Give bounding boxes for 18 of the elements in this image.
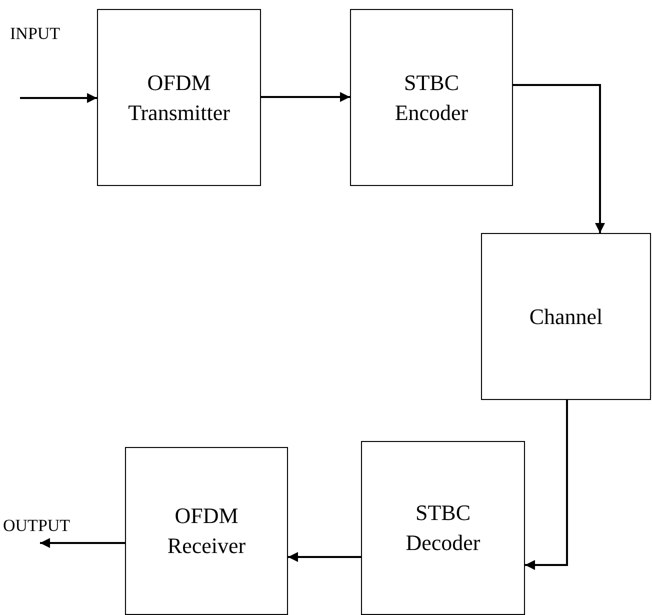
arrow	[513, 84, 605, 233]
process-box	[481, 233, 651, 400]
box-label: STBC Decoder	[404, 499, 482, 557]
box-label: OFDM Receiver	[166, 502, 247, 560]
process-box	[97, 9, 261, 186]
box-label: Channel	[528, 302, 604, 330]
signal-label: OUTPUT	[3, 516, 70, 535]
signal-label: INPUT	[10, 24, 60, 44]
arrow	[261, 92, 350, 102]
box-label: STBC Encoder	[394, 68, 470, 126]
arrow	[20, 93, 97, 103]
arrow	[40, 538, 125, 548]
arrow	[525, 400, 568, 570]
box-label: OFDM Transmitter	[127, 68, 231, 126]
process-box	[361, 441, 525, 615]
process-box	[125, 447, 288, 615]
arrow	[288, 552, 361, 562]
process-box	[350, 9, 513, 186]
